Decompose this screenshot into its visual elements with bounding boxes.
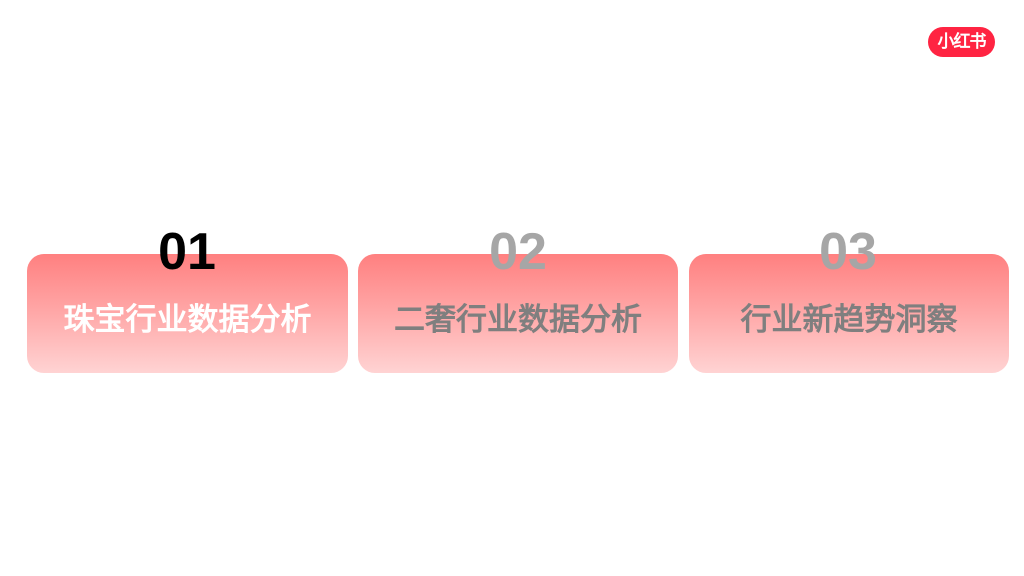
section-number-1: 01 (158, 223, 216, 281)
section-title-3: 行业新趋势洞察 (740, 302, 958, 338)
section-card-1[interactable]: 珠宝行业数据分析 (27, 254, 348, 373)
section-title-1: 珠宝行业数据分析 (63, 302, 312, 338)
section-card-2[interactable]: 二奢行业数据分析 (358, 254, 678, 373)
xiaohongshu-logo: 小红书 (928, 27, 995, 57)
section-title-2: 二奢行业数据分析 (394, 302, 642, 338)
section-card-3[interactable]: 行业新趋势洞察 (689, 254, 1009, 373)
section-number-2: 02 (489, 223, 547, 281)
section-number-3: 03 (819, 223, 877, 281)
